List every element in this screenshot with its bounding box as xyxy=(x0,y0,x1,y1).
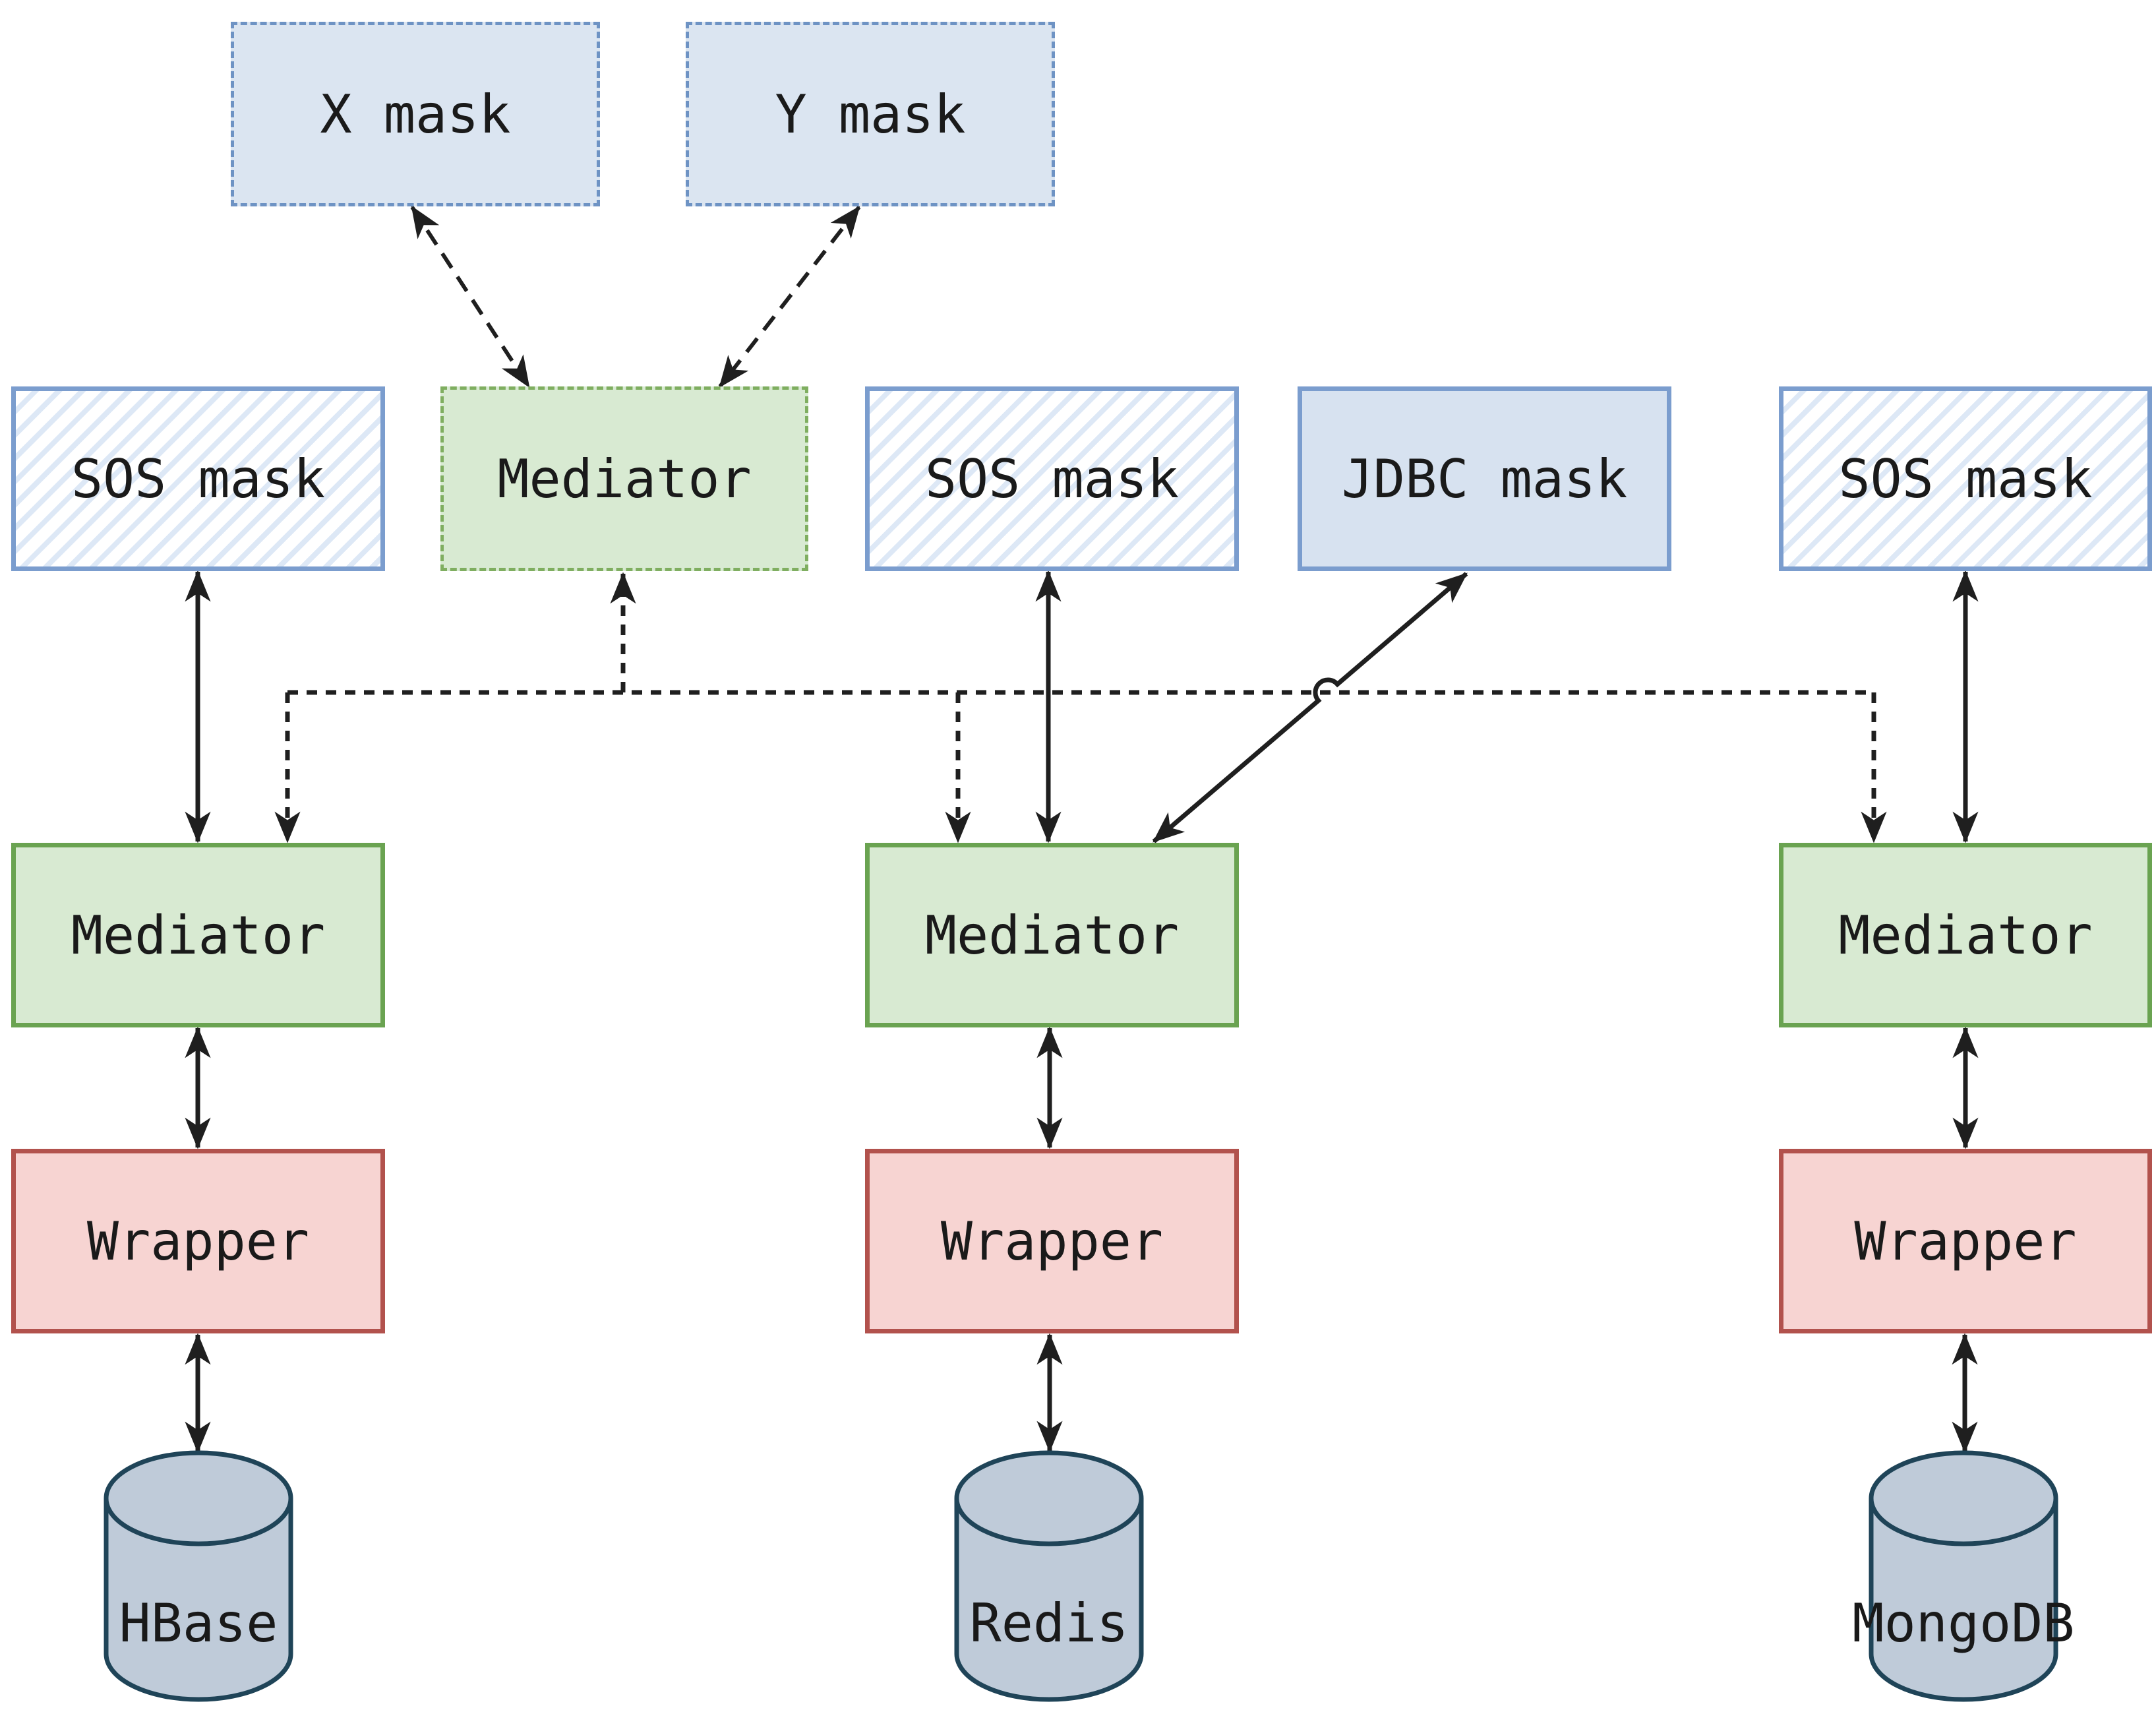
y-mask-label: Y mask xyxy=(775,83,966,145)
database-label-hbase: HBase xyxy=(119,1593,278,1654)
x-mask-label: X mask xyxy=(320,83,511,145)
sos-mask-box-left: SOS mask xyxy=(11,386,385,571)
database-cylinder-mongodb xyxy=(1869,1450,2058,1702)
arrow-xmask-global-mediator xyxy=(410,205,531,388)
arrow-jdbc-middle-mediator xyxy=(1152,572,1468,843)
mediator-middle-label: Mediator xyxy=(924,904,1180,966)
sos-mask-box-right: SOS mask xyxy=(1779,386,2152,571)
wrapper-box-middle: Wrapper xyxy=(865,1149,1239,1333)
jdbc-mask-label: JDBC mask xyxy=(1341,448,1628,510)
mediator-box-left: Mediator xyxy=(11,843,385,1027)
mediator-box-right: Mediator xyxy=(1779,843,2152,1027)
database-label-redis: Redis xyxy=(969,1593,1129,1654)
wrapper-right-label: Wrapper xyxy=(1854,1210,2077,1272)
wrapper-box-left: Wrapper xyxy=(11,1149,385,1333)
mediator-right-label: Mediator xyxy=(1838,904,2093,966)
wrapper-left-label: Wrapper xyxy=(86,1210,310,1272)
mediator-left-label: Mediator xyxy=(71,904,326,966)
global-mediator-box: Mediator xyxy=(440,386,808,571)
wrapper-box-right: Wrapper xyxy=(1779,1149,2152,1333)
sos-mask-box-middle: SOS mask xyxy=(865,386,1239,571)
database-cylinder-redis xyxy=(954,1450,1144,1702)
sos-mask-right-label: SOS mask xyxy=(1838,448,2093,510)
y-mask-box: Y mask xyxy=(686,22,1055,206)
x-mask-box: X mask xyxy=(231,22,600,206)
database-cylinder-hbase xyxy=(104,1450,293,1702)
wrapper-middle-label: Wrapper xyxy=(940,1210,1164,1272)
database-label-mongodb: MongoDB xyxy=(1852,1593,2075,1654)
global-mediator-label: Mediator xyxy=(497,448,752,510)
jdbc-mask-box: JDBC mask xyxy=(1298,386,1671,571)
sos-mask-left-label: SOS mask xyxy=(71,448,326,510)
arrow-ymask-global-mediator xyxy=(718,206,861,388)
sos-mask-middle-label: SOS mask xyxy=(924,448,1180,510)
mediator-box-middle: Mediator xyxy=(865,843,1239,1027)
